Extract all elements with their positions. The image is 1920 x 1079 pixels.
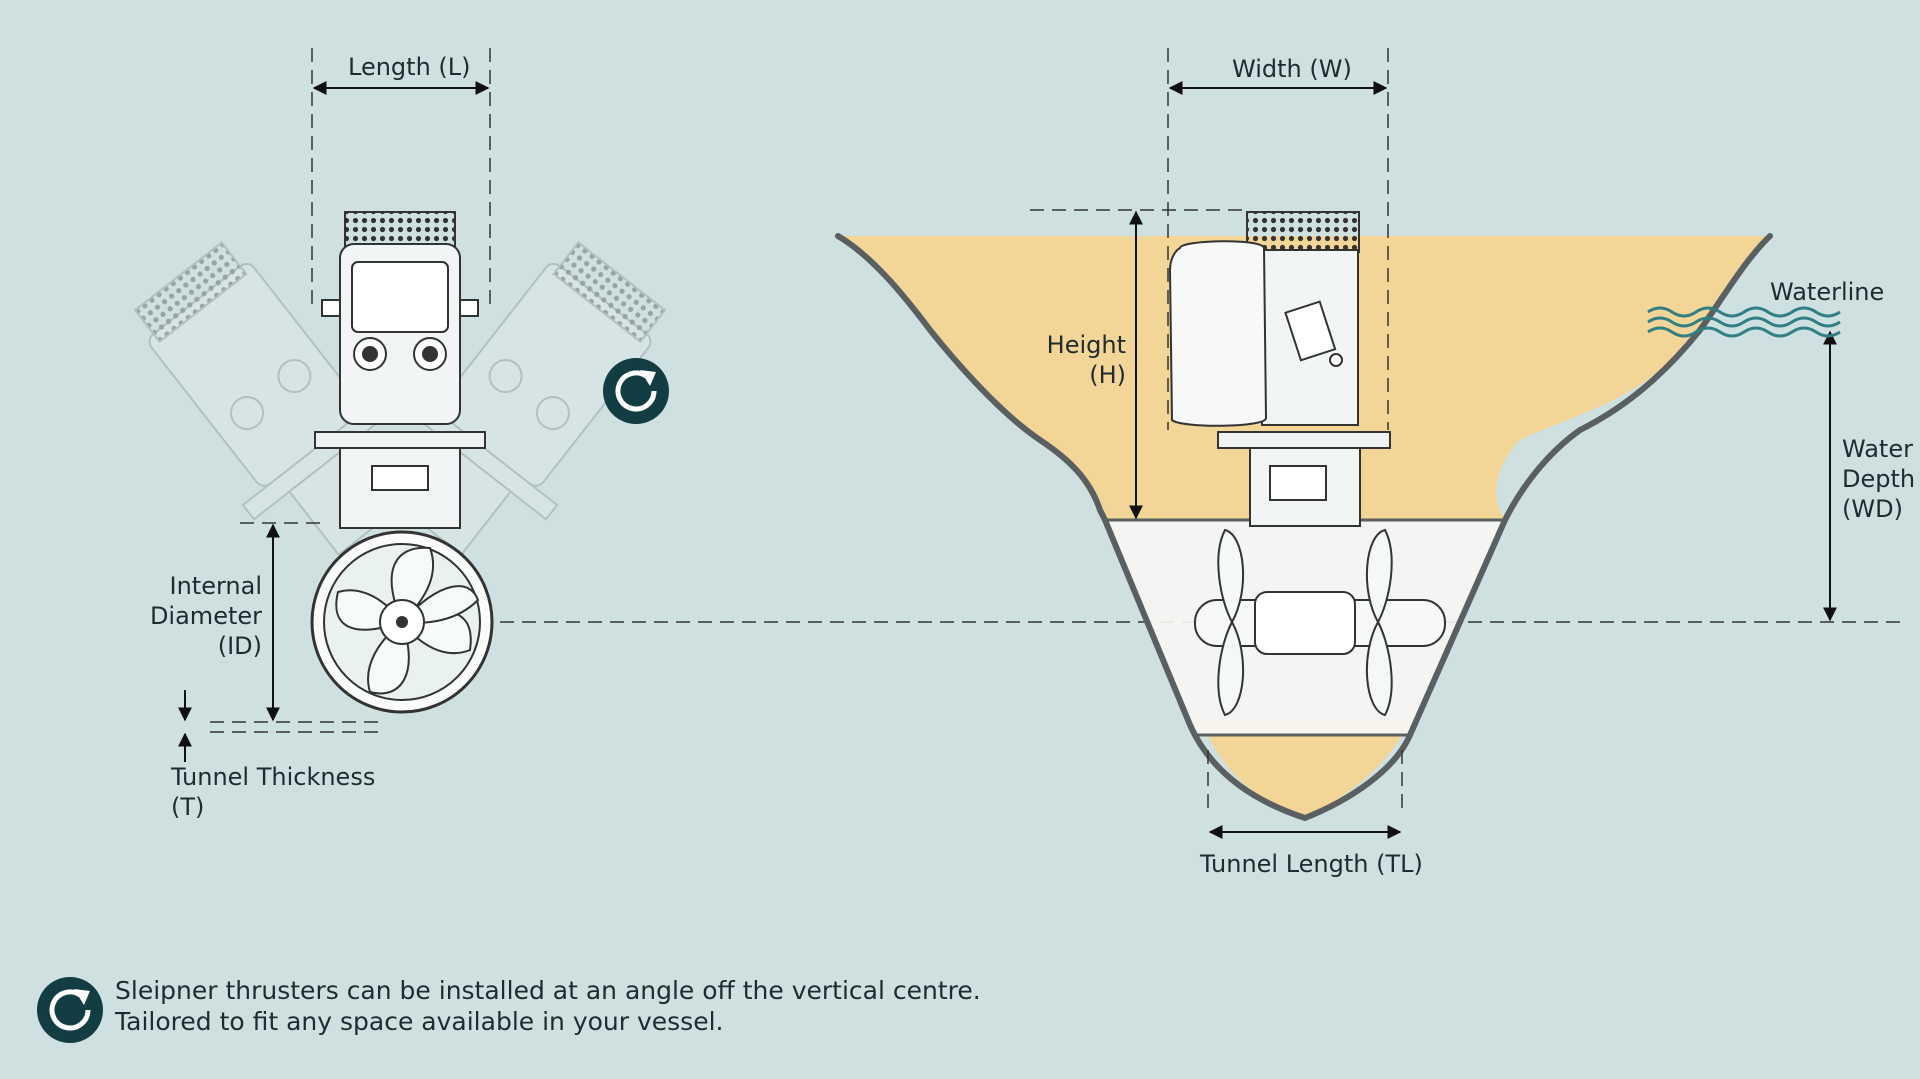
internal-diameter-label: Internal Diameter (ID) — [140, 571, 262, 661]
internal-diameter-line3: (ID) — [217, 632, 262, 660]
angle-installation-note: Sleipner thrusters can be installed at a… — [115, 975, 981, 1037]
thruster-side-view — [1168, 211, 1446, 717]
motor-grille-side — [1246, 211, 1360, 253]
rotate-icon — [603, 358, 669, 424]
note-line2: Tailored to fit any space available in y… — [115, 1007, 724, 1036]
water-depth-line2: Depth — [1842, 465, 1916, 493]
thruster-front-view — [310, 211, 494, 714]
left-extension-lines — [210, 48, 1900, 733]
side-propeller-blades — [1217, 528, 1393, 717]
tunnel-thickness-label: Tunnel Thickness (T) — [171, 762, 375, 822]
tunnel-length-label: Tunnel Length (TL) — [1200, 850, 1423, 878]
height-label: Height (H) — [1040, 330, 1126, 390]
internal-diameter-line1: Internal — [169, 572, 263, 600]
height-label-line1: Height — [1046, 331, 1126, 359]
water-depth-line3: (WD) — [1842, 495, 1903, 523]
motor-grille — [344, 211, 456, 249]
water-depth-line1: Water — [1842, 435, 1913, 463]
note-line1: Sleipner thrusters can be installed at a… — [115, 976, 981, 1005]
water-depth-label: Water Depth (WD) — [1842, 434, 1915, 524]
waterline-label: Waterline — [1770, 278, 1885, 306]
width-label: Width (W) — [1232, 55, 1352, 83]
length-label: Length (L) — [348, 53, 471, 81]
waterline-waves-icon — [1647, 306, 1841, 338]
rotate-icon — [37, 977, 103, 1043]
height-label-line2: (H) — [1089, 361, 1126, 389]
tunnel-thickness-line2: (T) — [171, 793, 205, 821]
tunnel-thickness-line1: Tunnel Thickness — [171, 763, 376, 791]
right-extension-lines — [1030, 48, 1403, 815]
internal-diameter-line2: Diameter — [149, 602, 262, 630]
